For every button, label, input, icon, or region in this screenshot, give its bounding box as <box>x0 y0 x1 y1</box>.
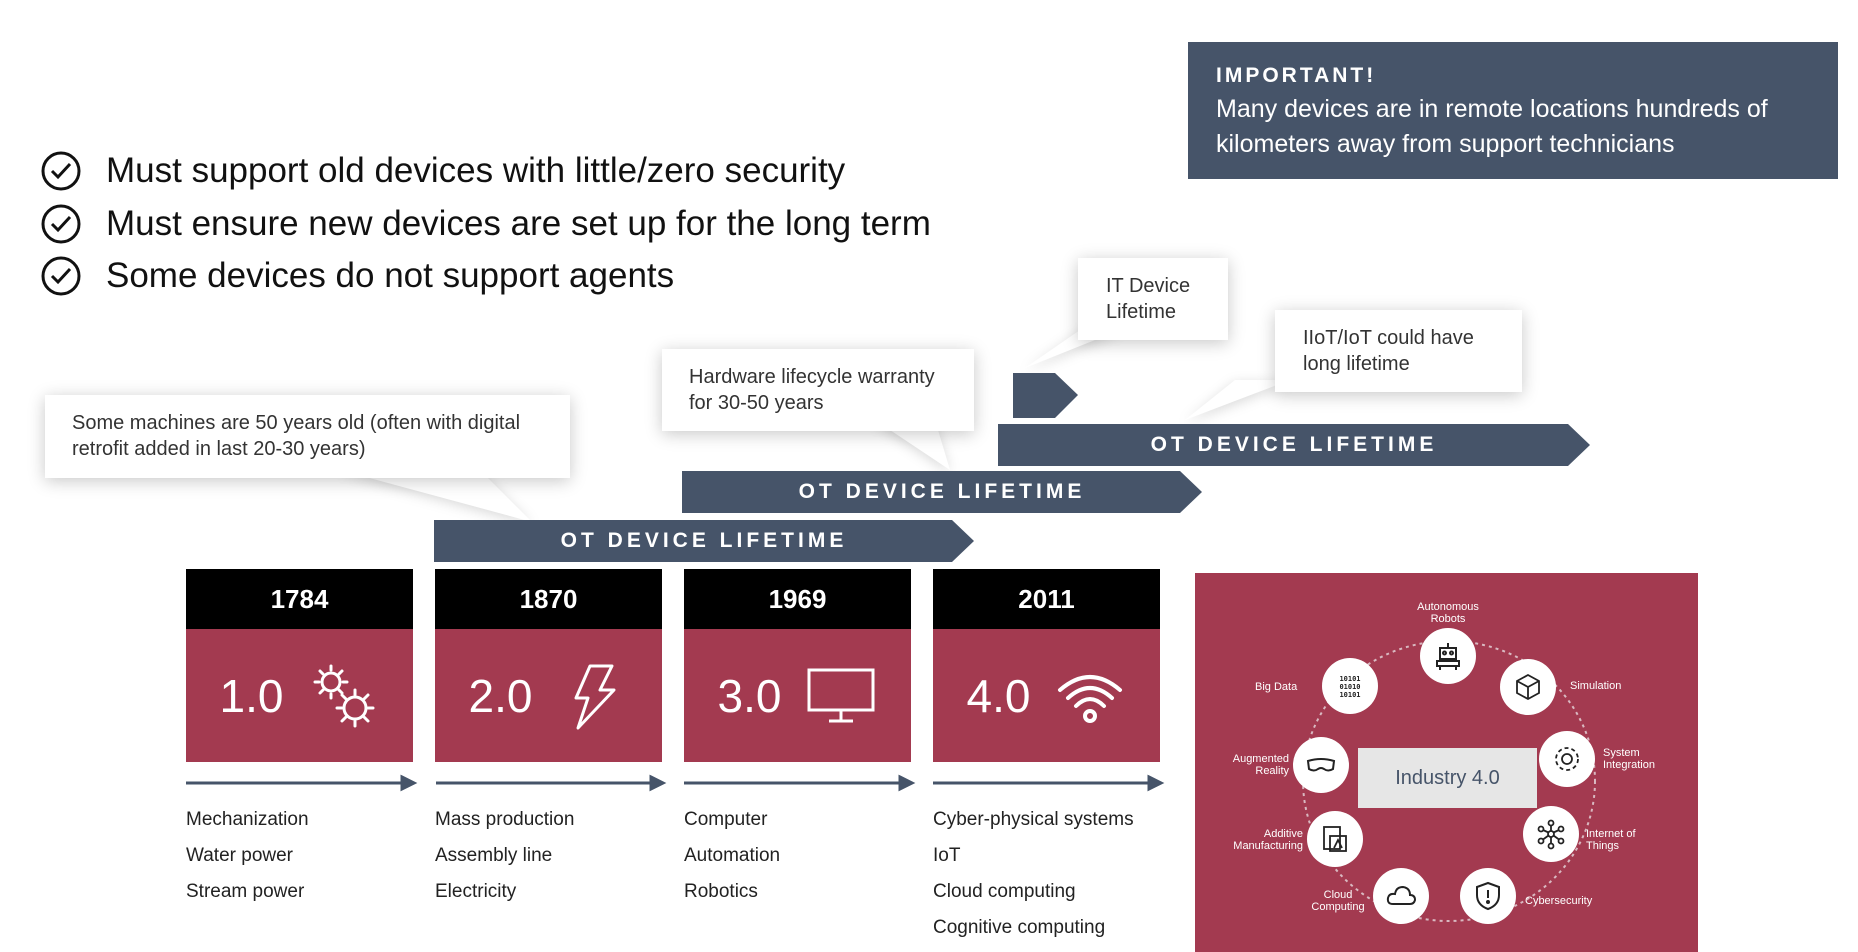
ot-label: OT DEVICE LIFETIME <box>560 529 848 552</box>
printer-3d-icon <box>1323 826 1347 852</box>
callout-text: IIoT/IoT could have long lifetime <box>1303 327 1474 375</box>
important-body: Many devices are in remote locations hun… <box>1216 95 1768 158</box>
era-items: Computer Automation Robotics <box>684 802 780 910</box>
monitor-icon <box>807 668 875 722</box>
era-number: 2.0 <box>468 669 533 722</box>
era-items: Cyber-physical systems IoT Cloud computi… <box>933 802 1134 946</box>
node-label-ar: Augmented Reality <box>1232 753 1289 777</box>
ot-label: OT DEVICE LIFETIME <box>798 480 1086 503</box>
important-heading: IMPORTANT! <box>1216 64 1377 87</box>
additive-manufacturing-node <box>1307 811 1363 867</box>
shield-icon <box>1476 881 1500 911</box>
check-circle-icon <box>41 151 81 191</box>
cybersecurity-node <box>1460 868 1516 924</box>
era-card: 1784 1.0 <box>186 569 413 762</box>
checklist-item: Must support old devices with little/zer… <box>40 145 845 197</box>
era-year: 2011 <box>933 569 1160 629</box>
node-label-cloud: Cloud Computing <box>1311 889 1365 913</box>
robot-icon <box>1436 643 1460 670</box>
era-item: Robotics <box>684 881 758 902</box>
svg-text:10101: 10101 <box>1339 675 1360 683</box>
node-label-additive: Additive Manufacturing <box>1233 828 1303 852</box>
era-item: Water power <box>186 845 293 866</box>
ot-lifetime-arrow: OT DEVICE LIFETIME <box>682 471 1202 513</box>
svg-text:10101: 10101 <box>1339 691 1360 699</box>
callout-text: Hardware lifecycle warranty for 30-50 ye… <box>689 366 935 414</box>
era-card: 2011 4.0 <box>933 569 1160 762</box>
era-panel: 1.0 <box>186 629 413 762</box>
era-item: Mechanization <box>186 809 309 830</box>
era-items: Mass production Assembly line Electricit… <box>435 802 574 910</box>
check-circle-icon <box>41 204 81 244</box>
era-year: 1969 <box>684 569 911 629</box>
headset-icon <box>1306 758 1336 772</box>
era-panel: 4.0 <box>933 629 1160 762</box>
era-year: 1870 <box>435 569 662 629</box>
wifi-icon <box>1058 674 1123 723</box>
iot-node <box>1523 806 1579 862</box>
era-item: Cyber-physical systems <box>933 809 1134 830</box>
era-number: 4.0 <box>966 669 1031 722</box>
era-item: Stream power <box>186 881 305 902</box>
node-label-system-integration: System Integration <box>1603 747 1655 771</box>
checklist-item: Some devices do not support agents <box>40 250 674 302</box>
node-label-robots: Autonomous Robots <box>1417 601 1479 625</box>
ot-lifetime-arrow: OT DEVICE LIFETIME <box>998 424 1590 466</box>
check-circle-icon <box>41 256 81 296</box>
era-item: Cloud computing <box>933 881 1076 902</box>
network-icon <box>1537 819 1565 850</box>
node-label-bigdata: Big Data <box>1255 681 1298 693</box>
cloud-node <box>1373 868 1429 924</box>
node-label-simulation: Simulation <box>1570 680 1622 692</box>
era-item: Automation <box>684 845 781 866</box>
cube-icon <box>1516 673 1540 701</box>
cloud-icon <box>1386 885 1417 905</box>
node-label-cybersecurity: Cybersecurity <box>1525 895 1593 907</box>
robot-node <box>1420 628 1476 684</box>
callout-old-machines: Some machines are 50 years old (often wi… <box>45 395 570 478</box>
checklist-text: Must ensure new devices are set up for t… <box>106 204 931 243</box>
era-item: Assembly line <box>435 845 553 866</box>
era-year: 1784 <box>186 569 413 629</box>
important-note: IMPORTANT! Many devices are in remote lo… <box>1188 42 1838 179</box>
era-item: Mass production <box>435 809 575 830</box>
era-item: IoT <box>933 845 961 866</box>
ot-lifetime-arrow: OT DEVICE LIFETIME <box>434 520 974 562</box>
industry-center-box: Industry 4.0 <box>1358 748 1537 808</box>
era-items: Mechanization Water power Stream power <box>186 802 309 910</box>
system-integration-node <box>1539 731 1595 787</box>
era-panel: 3.0 <box>684 629 911 762</box>
ar-node <box>1293 737 1349 793</box>
checklist-text: Must support old devices with little/zer… <box>106 151 846 190</box>
callout-iiot: IIoT/IoT could have long lifetime <box>1275 310 1522 392</box>
callout-warranty: Hardware lifecycle warranty for 30-50 ye… <box>662 349 974 431</box>
era-card: 1870 2.0 <box>435 569 662 762</box>
checklist-text: Some devices do not support agents <box>106 256 675 295</box>
callout-text: IT Device Lifetime <box>1106 275 1191 323</box>
simulation-node <box>1500 659 1556 715</box>
callout-it-lifetime: IT Device Lifetime <box>1078 258 1228 340</box>
era-number: 1.0 <box>219 669 284 722</box>
era-number: 3.0 <box>717 669 782 722</box>
era-item: Cognitive computing <box>933 917 1106 938</box>
callout-text: Some machines are 50 years old (often wi… <box>72 412 521 460</box>
era-panel: 2.0 <box>435 629 662 762</box>
lightning-icon <box>574 664 616 729</box>
svg-text:01010: 01010 <box>1339 683 1360 691</box>
ot-label: OT DEVICE LIFETIME <box>1150 433 1438 456</box>
checklist-item: Must ensure new devices are set up for t… <box>40 198 931 250</box>
settings-gear-icon <box>1555 747 1579 771</box>
era-item: Electricity <box>435 881 517 902</box>
era-card: 1969 3.0 <box>684 569 911 762</box>
gears-icon <box>313 664 375 727</box>
node-label-iot: Internet of Things <box>1586 828 1636 852</box>
era-item: Computer <box>684 809 768 830</box>
